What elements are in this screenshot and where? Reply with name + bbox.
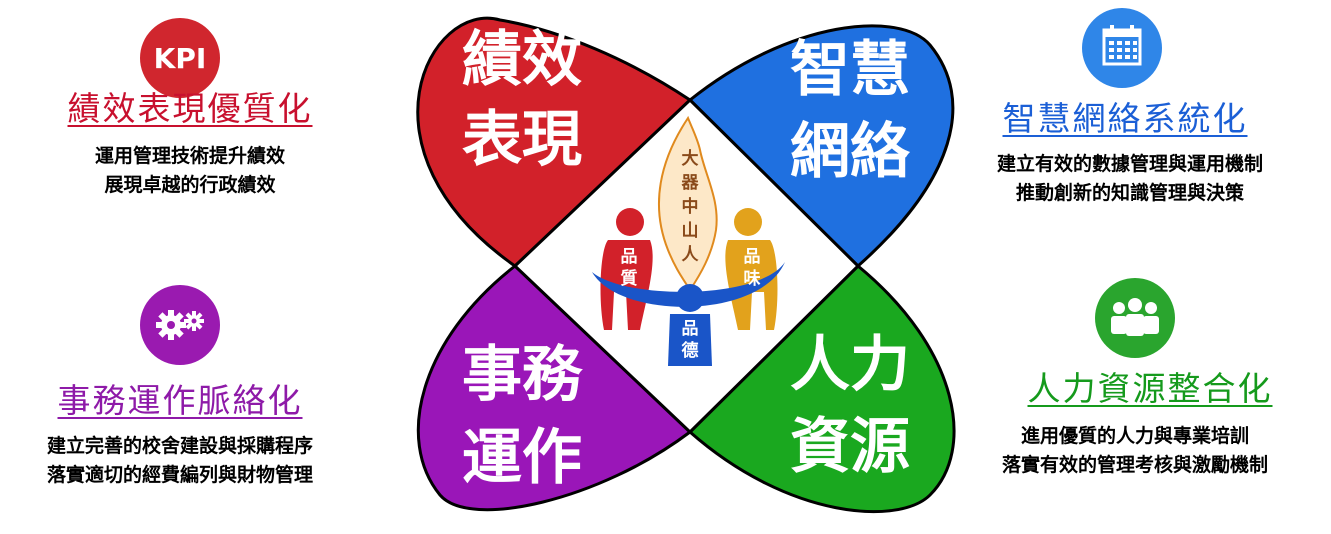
petal-hr-label-1: 人力 bbox=[790, 330, 910, 400]
red-figure-head bbox=[616, 208, 644, 236]
blue-figure-text-1: 品 bbox=[682, 319, 699, 339]
hr-title: 人力資源整合化 bbox=[1027, 369, 1273, 408]
team-icon bbox=[1095, 278, 1175, 358]
petal-network[interactable] bbox=[688, 24, 955, 268]
affairs-title: 事務運作脈絡化 bbox=[57, 381, 303, 420]
petal-hr-label-2: 資源 bbox=[790, 412, 910, 482]
red-figure-text-1: 品 bbox=[621, 247, 638, 267]
flame-text-5: 人 bbox=[682, 245, 700, 265]
kpi-icon: KPI bbox=[140, 18, 220, 98]
network-section: 智慧網絡系統化 bbox=[960, 100, 1290, 138]
kpi-title: 績效表現優質化 bbox=[67, 89, 313, 128]
calendar-icon bbox=[1082, 8, 1162, 88]
red-figure-body bbox=[600, 240, 653, 330]
gears-icon bbox=[140, 285, 220, 365]
flame-text-3: 中 bbox=[682, 196, 699, 217]
hr-desc-line1: 進用優質的人力與專業培訓 bbox=[1020, 425, 1249, 447]
petal-network-label-1: 智慧 bbox=[790, 35, 910, 105]
petal-performance-label-1: 績效 bbox=[462, 25, 582, 95]
flame-text-4: 山 bbox=[682, 221, 699, 241]
red-figure-text-2: 質 bbox=[621, 268, 638, 289]
svg-text:KPI: KPI bbox=[154, 42, 207, 75]
flame-text-2: 器 bbox=[681, 173, 700, 193]
kpi-desc-line1: 運用管理技術提升績效 bbox=[94, 145, 285, 167]
kpi-section: 績效表現優質化 bbox=[30, 90, 350, 128]
petal-performance-label-2: 表現 bbox=[462, 105, 582, 175]
affairs-desc-line1: 建立完善的校舍建設與採購程序 bbox=[46, 435, 313, 457]
flame-shape bbox=[658, 115, 718, 292]
hr-desc-line2: 落實有效的管理考核與激勵機制 bbox=[1001, 454, 1268, 476]
network-description: 建立有效的數據管理與運用機制 推動創新的知識管理與決策 bbox=[940, 150, 1320, 208]
blue-figure-text-2: 德 bbox=[682, 340, 699, 361]
network-desc-line2: 推動創新的知識管理與決策 bbox=[1015, 182, 1244, 204]
hr-description: 進用優質的人力與專業培訓 落實有效的管理考核與激勵機制 bbox=[950, 422, 1320, 480]
flame-text-1: 大 bbox=[682, 148, 699, 169]
affairs-desc-line2: 落實適切的經費編列與財物管理 bbox=[46, 464, 313, 486]
blue-arms bbox=[592, 262, 785, 307]
hr-section: 人力資源整合化 bbox=[990, 370, 1310, 408]
affairs-section: 事務運作脈絡化 bbox=[15, 382, 345, 420]
network-title: 智慧網絡系統化 bbox=[1002, 99, 1248, 138]
petal-affairs[interactable] bbox=[416, 264, 692, 512]
yellow-figure-text-1: 品 bbox=[744, 247, 761, 267]
petal-network-label-2: 網絡 bbox=[790, 117, 911, 187]
petal-affairs-label-1: 事務 bbox=[462, 340, 583, 410]
petal-human-resources[interactable] bbox=[688, 264, 956, 514]
petal-performance[interactable] bbox=[416, 16, 692, 268]
kpi-desc-line2: 展現卓越的行政績效 bbox=[104, 174, 276, 196]
blue-figure-body bbox=[668, 314, 712, 366]
school-logo: 大 器 中 山 人 品 質 品 味 品 德 bbox=[592, 115, 785, 366]
blue-figure-head bbox=[676, 284, 704, 312]
kpi-description: 運用管理技術提升績效 展現卓越的行政績效 bbox=[30, 142, 350, 200]
yellow-figure-text-2: 味 bbox=[744, 268, 761, 289]
network-desc-line1: 建立有效的數據管理與運用機制 bbox=[996, 153, 1263, 175]
petal-affairs-label-2: 運作 bbox=[462, 423, 582, 493]
yellow-figure-head bbox=[734, 208, 762, 236]
affairs-description: 建立完善的校舍建設與採購程序 落實適切的經費編列與財物管理 bbox=[0, 432, 360, 490]
